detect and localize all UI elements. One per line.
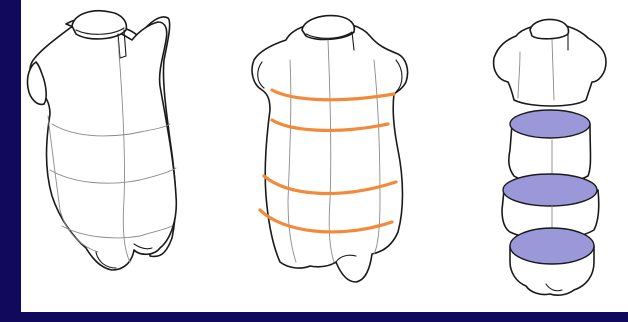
slice-3-face bbox=[503, 174, 597, 206]
torso-exploded bbox=[494, 19, 606, 295]
torso-sections bbox=[252, 16, 408, 282]
slice-top-neck bbox=[530, 19, 569, 38]
slice-4-face bbox=[510, 228, 594, 264]
torso-full bbox=[27, 11, 176, 270]
slice-2-face bbox=[510, 110, 590, 138]
